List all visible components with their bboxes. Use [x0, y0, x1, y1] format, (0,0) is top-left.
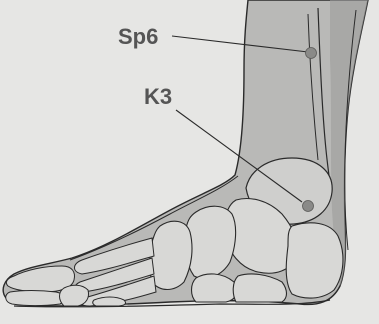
sp6-point-marker: [306, 48, 317, 59]
calcaneus-bone: [286, 223, 343, 298]
cuneiform-bone-1: [150, 221, 192, 289]
sp6-label: Sp6: [118, 24, 158, 49]
k3-point-marker: [303, 201, 314, 212]
toe-phalanx-1: [6, 291, 65, 306]
k3-label: K3: [144, 84, 172, 109]
toe-phalanx-3: [93, 297, 126, 306]
toe-phalanx-2: [60, 285, 89, 306]
